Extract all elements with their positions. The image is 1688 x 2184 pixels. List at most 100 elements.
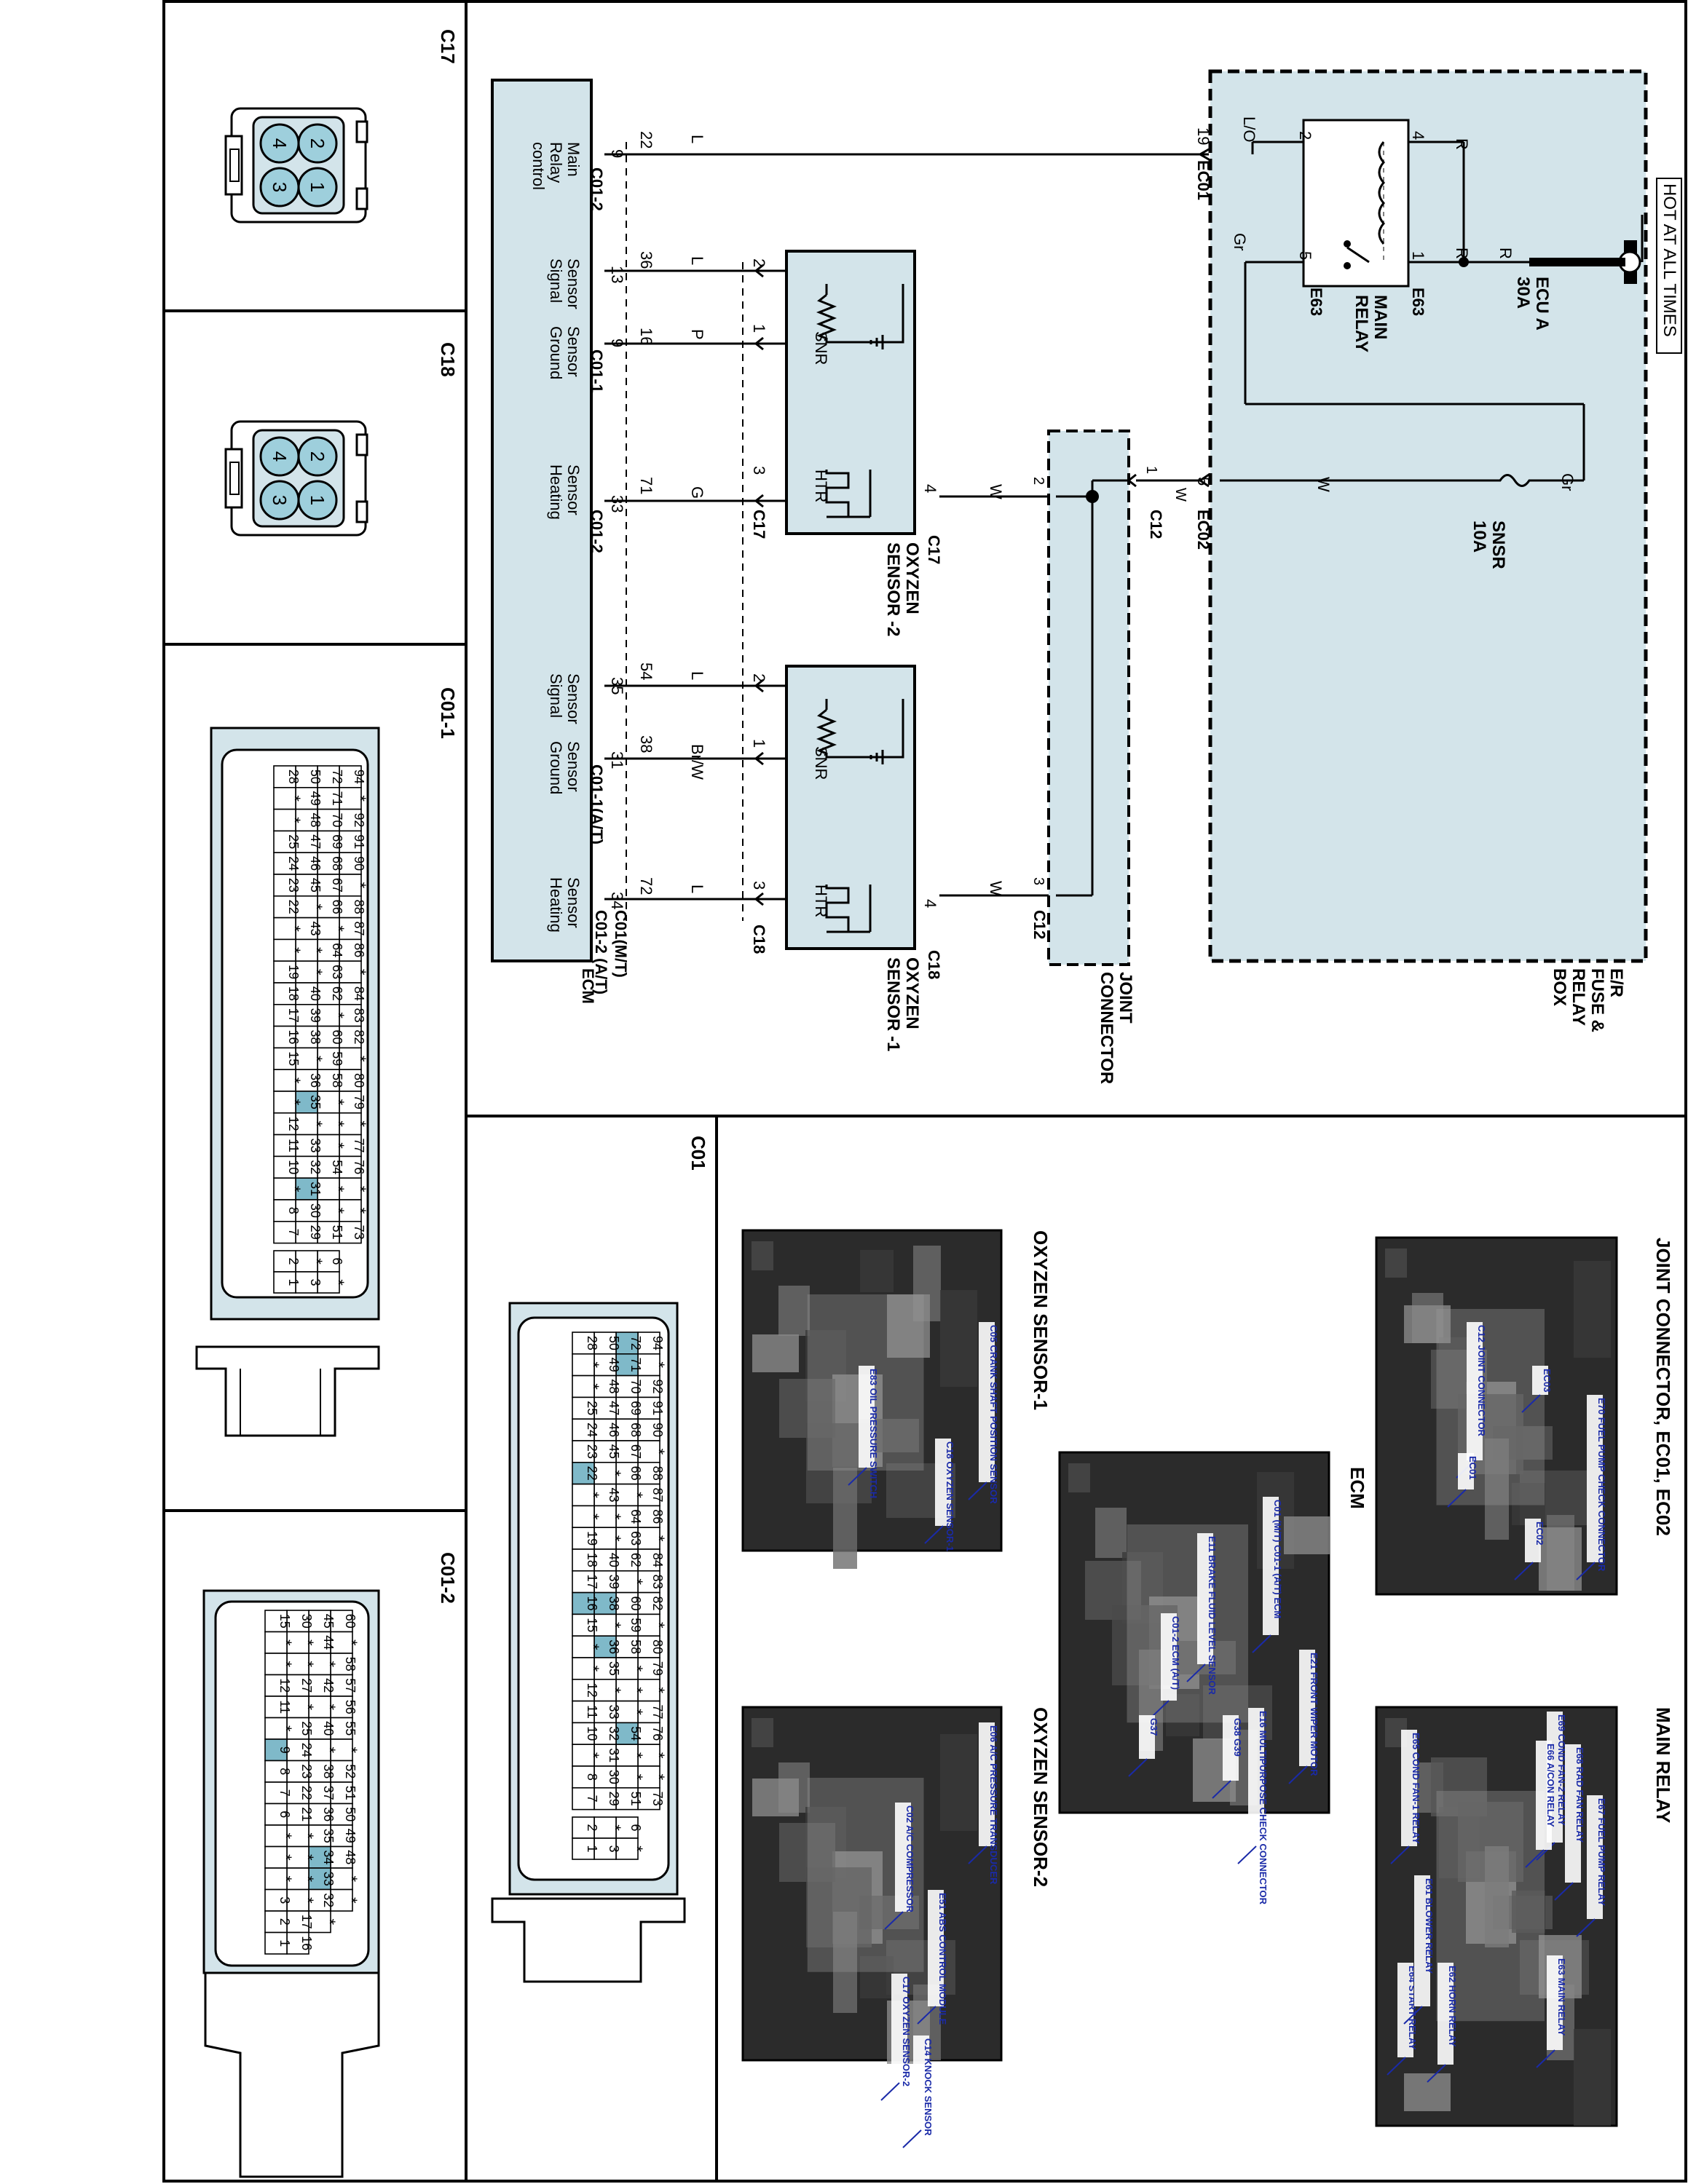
pin-cell [593, 1635, 617, 1658]
photo-texture [1385, 1249, 1407, 1278]
pin-number: 50 [607, 1336, 621, 1350]
pin-number: 83 [650, 1575, 665, 1589]
wire-color-r: R [1453, 138, 1471, 150]
pin-number: 28 [585, 1336, 599, 1350]
pin-number: * [584, 1383, 602, 1390]
pin-number: * [277, 1639, 295, 1646]
pin-cell [637, 1700, 660, 1724]
pin-number: 35 [308, 1095, 323, 1109]
connector-pin [259, 167, 300, 207]
wire-color-w: W [1314, 477, 1333, 492]
pin-cell [308, 1738, 331, 1762]
photo-callout: EC01 [1467, 1456, 1478, 1480]
pin-cell [317, 1177, 340, 1200]
relay-contact [1344, 262, 1351, 269]
pin-number: 4 [269, 138, 291, 149]
pin-cell [330, 1653, 353, 1676]
pin-number: 63 [330, 965, 344, 979]
pin-cell [615, 1700, 639, 1724]
conn-c18: C18 [925, 950, 943, 979]
relay-contact [1344, 240, 1351, 248]
photo-callout-arrow [1186, 1663, 1206, 1682]
pin-number: * [329, 1012, 347, 1018]
pin-number: 60 [343, 1614, 358, 1629]
label-line: RELAY [1352, 295, 1371, 352]
pin-number: * [606, 1535, 624, 1542]
pin-number: 66 [330, 900, 344, 914]
photo-texture [752, 1241, 773, 1270]
photo-title: MAIN RELAY [1652, 1707, 1674, 1823]
pin-number: 76 [352, 1160, 366, 1174]
pin-cell [308, 1845, 331, 1869]
pin-number: 22 [585, 1466, 599, 1481]
pin-number: 59 [330, 1051, 344, 1066]
label-line: MAIN [1370, 295, 1390, 339]
photo-texture [1485, 1846, 1509, 1947]
pin-cell [637, 1462, 660, 1485]
conn-c12: C12 [1030, 910, 1049, 939]
pin-number: 90 [650, 1423, 665, 1437]
photo-callout: E21 FRONT WIPER MOTOR [1309, 1653, 1320, 1776]
photo-callout-bg [1587, 1795, 1603, 1919]
pin-cell [572, 1679, 595, 1702]
pin-number: 30 [607, 1770, 621, 1784]
pin-number: 33 [308, 1138, 323, 1152]
photo-title: OXYZEN SENSOR-2 [1030, 1707, 1052, 1887]
pin-number: 48 [308, 812, 323, 827]
photo-callout: E67 FUEL PUMP RELAY [1596, 1798, 1607, 1906]
pin-number: 3 [269, 495, 291, 505]
label-line: OXYZEN [902, 957, 922, 1029]
pin-ecm-36: 36 [637, 251, 655, 269]
pin-cell [593, 1744, 617, 1767]
pin-cell [273, 1199, 296, 1222]
pin-cell [572, 1374, 595, 1398]
pin-ecm-34: 34 [608, 892, 626, 909]
pin-number: 11 [277, 1700, 292, 1714]
photo-callout-arrow [1525, 1849, 1545, 1868]
pin-number: 35 [321, 1829, 336, 1843]
pin-number: * [606, 1470, 624, 1476]
pin-number: * [650, 1535, 668, 1542]
pin-number: * [299, 1832, 317, 1839]
pin-number: 91 [650, 1401, 665, 1415]
sensor-heater [825, 470, 850, 518]
pin-number: * [606, 1687, 624, 1693]
pin-cell [273, 1177, 296, 1200]
pin-number: * [342, 1875, 360, 1882]
pin-ecm-16: 16 [637, 328, 655, 345]
conn-e63: E63 [1409, 288, 1427, 316]
connector-lever [195, 1345, 380, 1437]
photo-callout: E66 A/CON RELAY [1545, 1744, 1556, 1827]
pin-number: 15 [277, 1614, 292, 1629]
pin-cell [593, 1722, 617, 1745]
pin-number: * [342, 1746, 360, 1753]
pin-number: 77 [650, 1704, 665, 1719]
pin-number: * [307, 903, 326, 910]
pin-number: * [285, 1077, 304, 1084]
label-line: SNSR [1488, 521, 1508, 569]
pin-number: 40 [308, 986, 323, 1001]
conn-e63: E63 [1307, 288, 1325, 316]
pin-number: 35 [607, 1661, 621, 1676]
pin-number: * [320, 1746, 339, 1753]
c01-pin-grid: 94*929190*888786*848382*8079*7776**73727… [572, 1332, 668, 1811]
pin-c18-2: 2 [750, 673, 768, 682]
label-line: Heating [547, 464, 565, 520]
pin-number: * [342, 1897, 360, 1904]
connector-pin [259, 480, 300, 521]
pin-number: 16 [585, 1596, 599, 1610]
pin-number: 2 [307, 138, 328, 149]
pin-number: * [650, 1361, 668, 1368]
connector-mark [754, 892, 764, 906]
wire-color-l: L [688, 135, 706, 143]
pin-number: * [351, 1056, 369, 1062]
panel-title-c01-1: C01-1 [437, 687, 459, 739]
photo-callout-bg [891, 1974, 907, 2083]
pin-cell [572, 1613, 595, 1637]
pin-c17-4: 4 [921, 484, 939, 493]
pin-number: 45 [308, 878, 323, 893]
label-line: FUSE & [1588, 968, 1607, 1032]
